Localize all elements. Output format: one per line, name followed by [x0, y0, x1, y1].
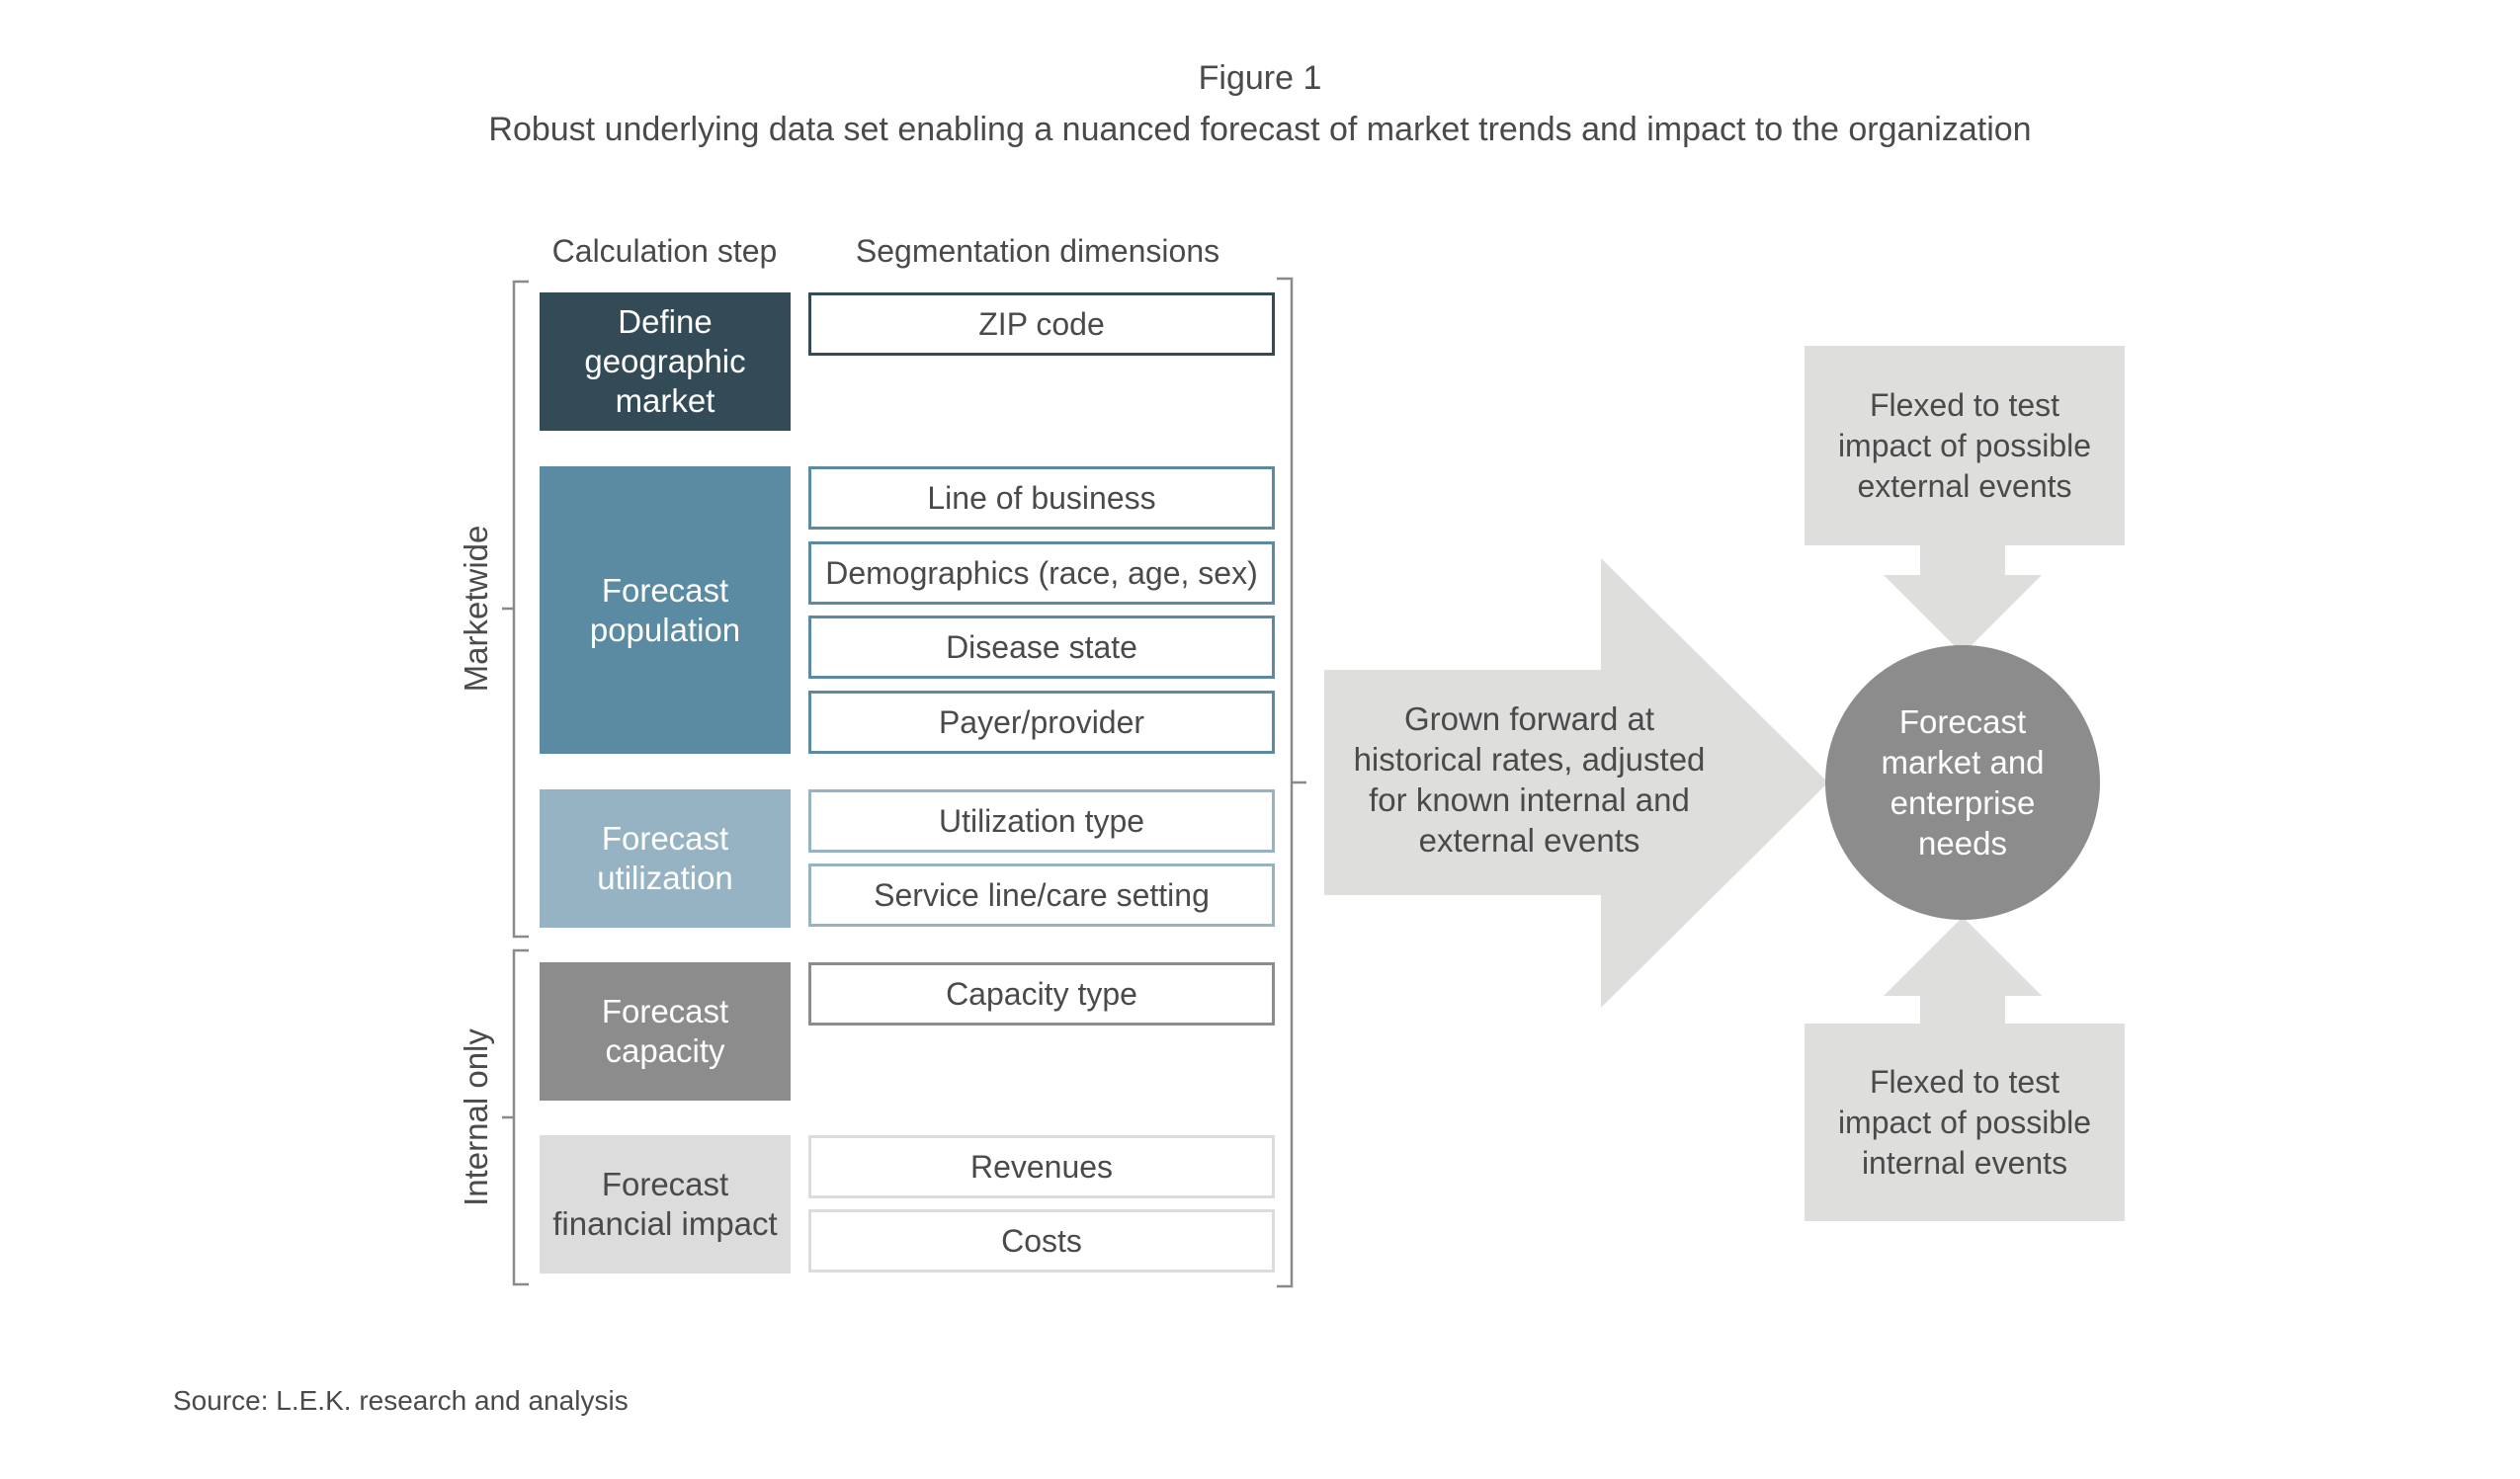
internal-only-bracket: [502, 948, 529, 1286]
down-arrow-external: [1884, 545, 2042, 654]
step-forecast-capacity: Forecast capacity: [540, 962, 791, 1101]
dimension-payer-provider: Payer/provider: [808, 691, 1275, 754]
dimension-zip-code: ZIP code: [808, 292, 1275, 356]
dimension-line-of-business: Line of business: [808, 466, 1275, 530]
dimension-service-line-care-setting: Service line/care setting: [808, 863, 1275, 927]
figure-subtitle: Robust underlying data set enabling a nu…: [488, 111, 2032, 148]
step-forecast-population: Forecast population: [540, 466, 791, 754]
dimension-demographics: Demographics (race, age, sex): [808, 541, 1275, 605]
marketwide-bracket: [502, 280, 529, 939]
column-header-segmentation-dimensions: Segmentation dimensions: [855, 233, 1220, 269]
outcome-text: Forecast market and enterprise needs: [1881, 703, 2045, 862]
flex-internal-box: Flexed to test impact of possible intern…: [1805, 1024, 2125, 1221]
dimension-capacity-type: Capacity type: [808, 962, 1275, 1026]
source-note: Source: L.E.K. research and analysis: [173, 1385, 629, 1416]
step-forecast-utilization: Forecast utilization: [540, 789, 791, 928]
dimension-utilization-type: Utilization type: [808, 789, 1275, 853]
step-forecast-financial-impact: Forecast financial impact: [540, 1135, 791, 1274]
big-right-arrow: [1324, 558, 1828, 1008]
dimension-revenues: Revenues: [808, 1135, 1275, 1198]
up-arrow-internal: [1884, 917, 2042, 1026]
dimension-costs: Costs: [808, 1209, 1275, 1273]
dimension-disease-state: Disease state: [808, 616, 1275, 679]
step-define-geographic-market: Define geographic market: [540, 292, 791, 431]
column-header-calculation-step: Calculation step: [551, 233, 778, 269]
flex-external-box: Flexed to test impact of possible extern…: [1805, 346, 2125, 545]
arrow-text: Grown forward at historical rates, adjus…: [1353, 700, 1706, 859]
figure-label: Figure 1: [1198, 59, 1322, 97]
outcome-circle: [1825, 645, 2100, 920]
dimensions-bracket: [1277, 277, 1306, 1288]
